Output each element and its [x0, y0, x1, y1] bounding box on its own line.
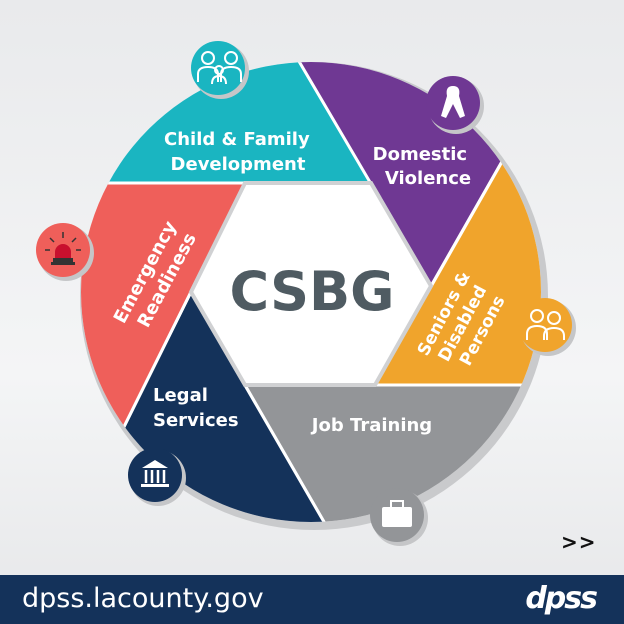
label-line: Violence	[385, 168, 471, 189]
website-url[interactable]: dpss.lacounty.gov	[22, 583, 264, 614]
footer-bar: dpss.lacounty.gov dpss	[0, 575, 624, 624]
label-line: Domestic	[373, 144, 467, 165]
label-job-training: Job Training	[310, 415, 432, 436]
center-title: CSBG	[229, 260, 394, 323]
seniors-couple-icon	[518, 298, 576, 356]
label-line: Legal	[153, 385, 208, 406]
label-legal-services: Legal Services	[153, 385, 239, 431]
courthouse-icon	[128, 448, 186, 506]
label-domestic-violence: Domestic Violence	[373, 144, 474, 189]
label-line: Child & Family	[164, 129, 310, 150]
label-line: Services	[153, 410, 239, 431]
family-icon	[191, 41, 249, 99]
awareness-ribbon-icon	[426, 76, 484, 134]
next-arrow[interactable]: >>	[561, 530, 597, 554]
emergency-siren-icon	[36, 223, 94, 281]
inner-hexagon	[188, 181, 434, 387]
label-child-family: Child & Family Development	[164, 129, 316, 175]
briefcase-icon	[370, 488, 428, 546]
label-line: Development	[171, 154, 306, 175]
dpss-logo: dpss	[525, 581, 598, 616]
label-line: Job Training	[310, 415, 432, 436]
